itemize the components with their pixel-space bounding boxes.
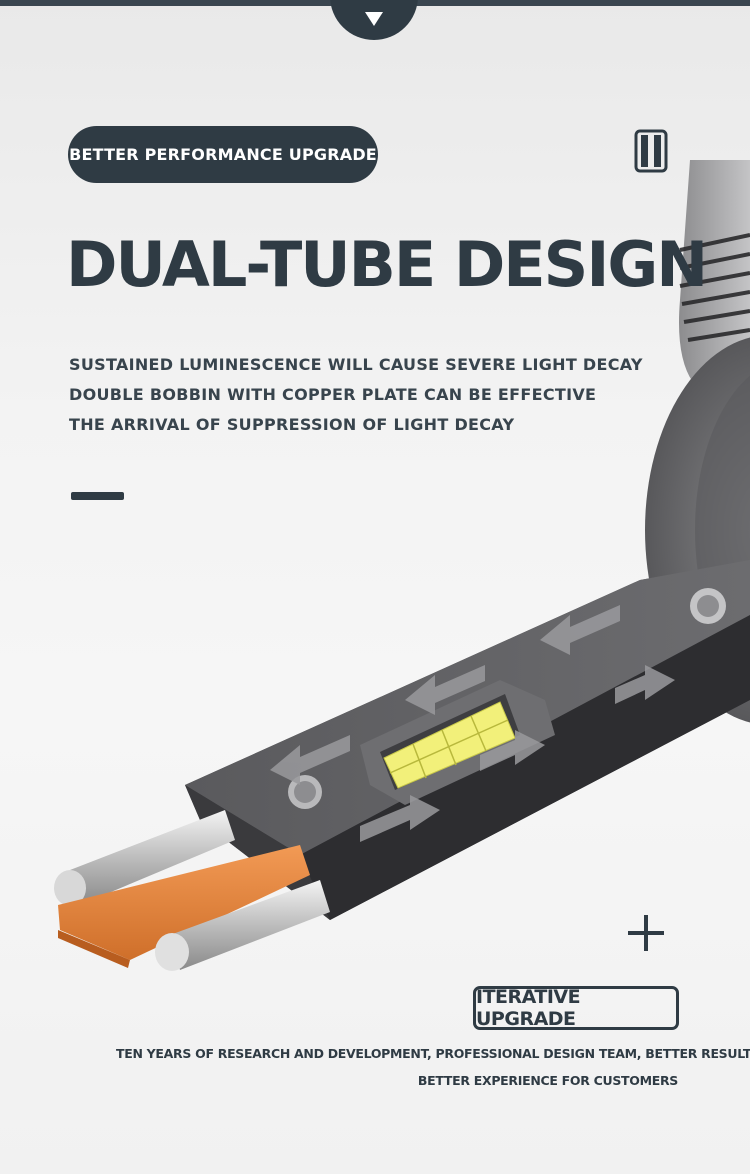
description-line: DOUBLE BOBBIN WITH COPPER PLATE CAN BE E… [69, 385, 597, 404]
description-line: SUSTAINED LUMINESCENCE WILL CAUSE SEVERE… [69, 355, 643, 374]
divider-dash [71, 492, 124, 500]
dual-tube-icon [634, 129, 668, 173]
plus-icon [628, 915, 664, 951]
footer-text-line: TEN YEARS OF RESEARCH AND DEVELOPMENT, P… [116, 1046, 750, 1061]
description: SUSTAINED LUMINESCENCE WILL CAUSE SEVERE… [69, 350, 643, 440]
description-line: THE ARRIVAL OF SUPPRESSION OF LIGHT DECA… [69, 415, 515, 434]
iterative-upgrade-button[interactable]: ITERATIVE UPGRADE [473, 986, 679, 1030]
triangle-down-icon [365, 12, 383, 26]
footer-text-line: BETTER EXPERIENCE FOR CUSTOMERS [417, 1073, 678, 1088]
page-title: DUAL-TUBE DESIGN [66, 228, 708, 301]
performance-badge: BETTER PERFORMANCE UPGRADE [68, 126, 378, 183]
